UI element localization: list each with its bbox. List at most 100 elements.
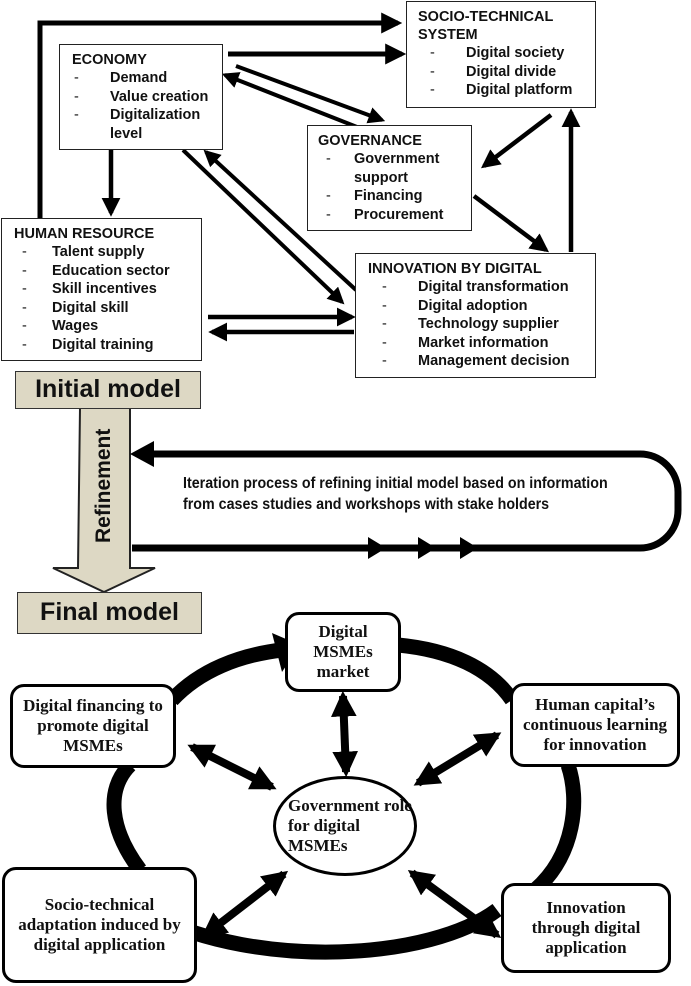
socio-technical-title: SOCIO-TECHNICAL SYSTEM xyxy=(418,9,554,43)
innovation-item: - Market information xyxy=(380,334,595,353)
human-resource-item: - Skill incentives xyxy=(20,280,201,299)
node-socio-technical-adaptation: Socio-technical adaptation induced by di… xyxy=(2,867,197,983)
economy-item: - Demand xyxy=(72,69,222,88)
arrow-governance-to-innovation xyxy=(472,194,550,253)
cycle-ring xyxy=(166,642,283,706)
iteration-arrowhead-2 xyxy=(418,537,436,559)
economy-item: - Digitalization level xyxy=(72,106,222,143)
bullet-dash: - xyxy=(382,279,387,295)
arrow-socio-technical-to-governance xyxy=(480,113,553,169)
human-resource-item: - Digital skill xyxy=(20,299,201,318)
governance-item: -Financing xyxy=(318,187,471,206)
refinement-arrow xyxy=(52,407,156,594)
item-text: Digital divide xyxy=(466,63,557,80)
bullet-dash: - xyxy=(326,206,331,223)
bullet-dash: - xyxy=(382,316,387,332)
arrow-innovation-to-economy xyxy=(203,149,358,292)
bullet-dash: - xyxy=(22,299,27,316)
node-text: Digital MSMEs market xyxy=(313,622,373,681)
item-text: Digital platform xyxy=(466,82,573,98)
spoke-innovation xyxy=(407,869,502,939)
iteration-arrowhead-left xyxy=(130,441,154,467)
bullet-dash: - xyxy=(74,107,79,123)
bullet-dash: - xyxy=(326,151,331,167)
innovation-title: INNOVATION BY DIGITAL xyxy=(368,261,542,277)
iteration-loop xyxy=(132,450,682,552)
node-text: Socio-technical adaptation induced by di… xyxy=(18,895,181,954)
innovation-box: INNOVATION BY DIGITAL -Digital transform… xyxy=(355,253,596,378)
arrow-economy-to-governance xyxy=(235,64,386,124)
cycle-ring-top-right xyxy=(397,637,519,705)
human-resource-item: - Digital training xyxy=(20,336,201,355)
node-innovation-digital-application: Innovation through digital application xyxy=(501,883,671,973)
item-text: Talent supply xyxy=(52,244,145,260)
innovation-item: -Digital adoption xyxy=(380,297,595,316)
bullet-dash: - xyxy=(74,70,79,86)
arrow-hr-to-socio-technical xyxy=(37,12,403,218)
socio-technical-item: - Digital platform xyxy=(428,81,595,100)
bullet-dash: - xyxy=(22,244,27,260)
human-resource-title: HUMAN RESOURCE xyxy=(14,226,155,242)
iteration-arrowhead-3 xyxy=(460,537,478,559)
item-text: Digital training xyxy=(52,336,154,353)
bullet-dash: - xyxy=(430,45,435,61)
bullet-dash: - xyxy=(430,82,435,98)
bullet-dash: - xyxy=(430,63,435,80)
bullet-dash: - xyxy=(326,188,331,204)
bullet-dash: - xyxy=(74,88,79,105)
spoke-market xyxy=(331,690,358,778)
node-human-capital: Human capital’s continuous learning for … xyxy=(510,683,680,767)
item-text: Digital adoption xyxy=(418,297,528,314)
arrow-economy-to-innovation xyxy=(181,148,345,305)
final-model-label: Final model xyxy=(17,592,202,634)
innovation-item: - Technology supplier xyxy=(380,315,595,334)
human-resource-box: HUMAN RESOURCE -Talent supply -Education… xyxy=(1,218,202,361)
cycle-ring-right xyxy=(529,762,582,896)
human-resource-item: -Education sector xyxy=(20,262,201,281)
bullet-dash: - xyxy=(22,281,27,297)
item-text: Digitalization level xyxy=(110,107,201,142)
node-government-role: Government role for digital MSMEs xyxy=(273,776,417,876)
governance-title: GOVERNANCE xyxy=(318,133,422,149)
node-text: Innovation through digital application xyxy=(531,898,641,957)
spoke-socio-technical xyxy=(200,870,289,939)
item-text: Education sector xyxy=(52,262,170,279)
spoke-financing xyxy=(187,743,277,791)
economy-item: - Value creation xyxy=(72,88,222,107)
item-text: Skill incentives xyxy=(52,281,157,297)
bullet-dash: - xyxy=(22,336,27,353)
node-digital-msmes-market: Digital MSMEs market xyxy=(285,612,401,692)
item-text: Demand xyxy=(110,70,168,86)
initial-model-label: Initial model xyxy=(15,371,201,409)
governance-box: GOVERNANCE - Government support -Financin… xyxy=(307,125,472,231)
item-text: Value creation xyxy=(110,88,209,105)
item-text: Market information xyxy=(418,334,549,351)
spoke-human-capital xyxy=(413,731,502,787)
item-text: Digital skill xyxy=(52,299,129,316)
item-text: Management decision xyxy=(418,353,570,369)
node-digital-financing: Digital financing to promote digital MSM… xyxy=(10,684,176,768)
economy-title: ECONOMY xyxy=(72,52,147,68)
human-resource-item: - Talent supply xyxy=(20,243,201,262)
cycle-ring-bottom xyxy=(146,903,502,960)
iteration-description: Iteration process of refining initial mo… xyxy=(183,475,608,513)
governance-item: -Procurement xyxy=(318,206,471,225)
item-text: Digital society xyxy=(466,45,565,61)
bullet-dash: - xyxy=(382,334,387,351)
socio-technical-item: - Digital divide xyxy=(428,63,595,82)
human-resource-item: - Wages xyxy=(20,317,201,336)
bullet-dash: - xyxy=(22,318,27,334)
iteration-arrowhead-1 xyxy=(368,537,386,559)
governance-item: - Government support xyxy=(318,150,471,187)
innovation-item: - Management decision xyxy=(380,352,595,371)
bullet-dash: - xyxy=(382,353,387,369)
node-text: Government role for digital MSMEs xyxy=(288,796,412,855)
item-text: Wages xyxy=(52,318,99,334)
item-text: Technology supplier xyxy=(418,316,559,332)
socio-technical-item: - Digital society xyxy=(428,44,595,63)
refinement-label: Refinement xyxy=(92,428,115,543)
node-text: Digital financing to promote digital MSM… xyxy=(23,696,163,755)
item-text: Government support xyxy=(354,151,440,186)
innovation-item: -Digital transformation xyxy=(380,278,595,297)
